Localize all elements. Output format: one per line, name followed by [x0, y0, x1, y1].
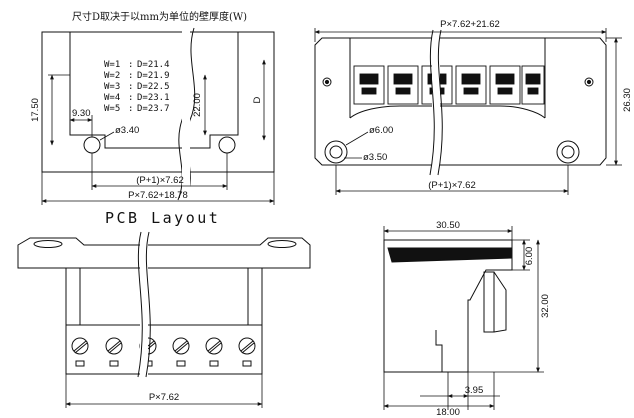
dim-18-00: 18.00	[436, 407, 460, 418]
front-screw-small-left	[322, 77, 332, 87]
dim-32-00: 32.00	[540, 294, 551, 318]
pcb-outline	[41, 31, 275, 173]
wall-sep-5: :	[128, 104, 133, 114]
dim-hole-3-40: ø3.40	[115, 125, 139, 136]
dim-plug-width: P×7.62	[149, 392, 179, 403]
wall-w-4: W=4	[104, 93, 120, 103]
plug-flange	[17, 237, 311, 269]
dim-3-95: 3.95	[465, 385, 484, 396]
dim-front-pitch: (P+1)×7.62	[428, 180, 476, 191]
front-view	[314, 29, 607, 176]
wall-sep-3: :	[128, 82, 133, 92]
wall-sep-4: :	[128, 93, 133, 103]
pcb-cutout	[69, 32, 239, 149]
pcb-layout-label: PCB Layout	[105, 209, 220, 227]
plug-view	[17, 231, 311, 378]
plug-slots	[75, 360, 252, 367]
dim-hole-3-50: ø3.50	[363, 152, 387, 163]
pcb-hole-left	[83, 136, 101, 154]
dim-9-30: 9.30	[72, 108, 91, 119]
side-wedge	[387, 247, 513, 263]
wall-w-1: W=1	[104, 60, 120, 70]
dim-30-50: 30.50	[436, 220, 460, 231]
front-hole-left	[324, 140, 348, 164]
wall-sep-1: :	[128, 60, 133, 70]
wall-w-2: W=2	[104, 71, 120, 81]
wall-d-3: D=22.5	[137, 82, 170, 92]
plug-flange-hole-left	[33, 240, 63, 248]
side-latch	[483, 271, 495, 333]
dim-6-00: 6.00	[524, 247, 535, 266]
dim-front-top: P×7.62+21.62	[440, 19, 500, 30]
pcb-hole-right	[218, 136, 236, 154]
wall-w-5: W=5	[104, 104, 120, 114]
dim-pcb-total: P×7.62+18.78	[128, 190, 188, 201]
front-terminals	[353, 65, 545, 105]
pcb-dimensions	[41, 59, 275, 205]
wall-d-2: D=21.9	[137, 71, 170, 81]
pcb-wall-table: W=1 : D=21.4 W=2 : D=21.9 W=3 : D=22.5 W…	[104, 60, 170, 114]
front-screw-small-right	[584, 77, 594, 87]
header-note: 尺寸D取决于以mm为单位的壁厚度(W)	[72, 10, 247, 23]
side-view	[383, 239, 513, 373]
front-body	[314, 37, 607, 166]
side-pin	[435, 330, 443, 372]
dim-hole-6-00: ø6.00	[369, 125, 393, 136]
front-dimensions	[314, 28, 622, 195]
dim-pcb-pitch: (P+1)×7.62	[136, 175, 184, 186]
front-hole-right	[556, 140, 580, 164]
dim-d: D	[252, 96, 263, 103]
dim-22-00: 22.00	[192, 93, 203, 117]
dim-26-30: 26.30	[622, 88, 633, 112]
plug-screws	[71, 337, 256, 355]
plug-body	[65, 267, 263, 375]
plug-dimensions	[65, 374, 263, 408]
side-dimensions	[383, 226, 544, 410]
plug-flange-hole-right	[267, 240, 297, 248]
wall-d-1: D=21.4	[137, 60, 170, 70]
wall-d-4: D=23.1	[137, 93, 170, 103]
wall-w-3: W=3	[104, 82, 120, 92]
wall-sep-2: :	[128, 71, 133, 81]
wall-d-5: D=23.7	[137, 104, 170, 114]
pcb-layout-view	[41, 26, 275, 202]
dim-17-50: 17.50	[30, 98, 41, 122]
